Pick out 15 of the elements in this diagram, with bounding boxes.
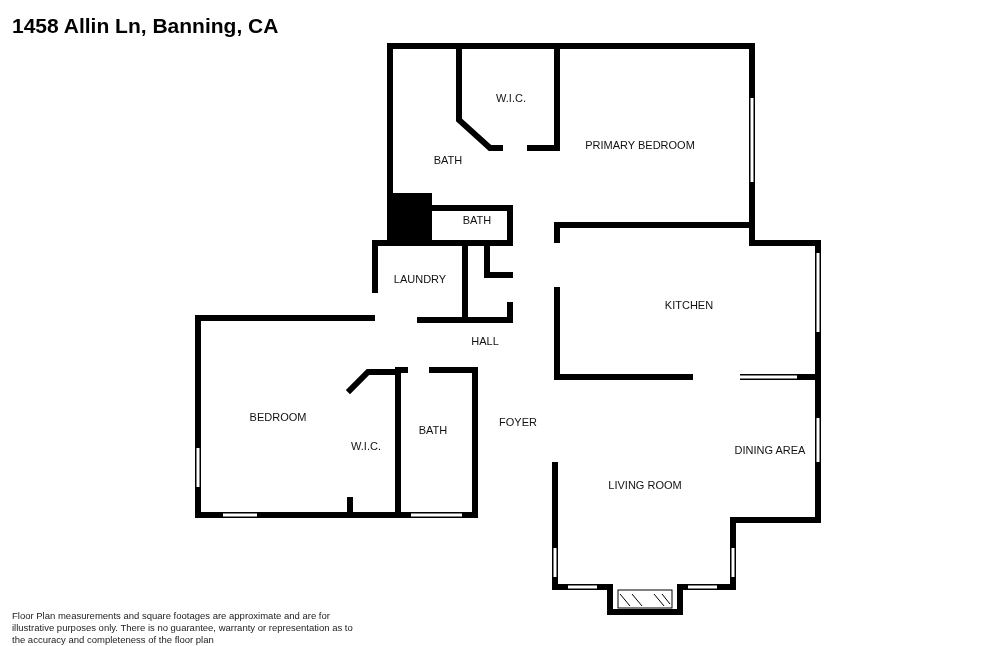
room-label: BATH [418,424,448,436]
room-label: LIVING ROOM [608,479,682,491]
plan-title: 1458 Allin Ln, Banning, CA [12,14,279,38]
room-label: W.I.C. [351,440,381,452]
room-label: HALL [471,335,499,347]
disclaimer-note: Floor Plan measurements and square footages are approximate and are for illustrative purposes only. There is no guarantee, warranty or representation as to the accuracy and completeness of the floor plan [12,610,354,646]
room-label: LAUNDRY [393,273,447,285]
room-label: DINING AREA [734,444,806,456]
room-label: FOYER [499,416,537,428]
room-label: BEDROOM [249,411,307,423]
room-label: BATH [433,154,463,166]
room-label: BATH [462,214,492,226]
room-label: KITCHEN [664,299,714,311]
room-label: W.I.C. [496,92,526,104]
room-label: PRIMARY BEDROOM [585,139,695,151]
